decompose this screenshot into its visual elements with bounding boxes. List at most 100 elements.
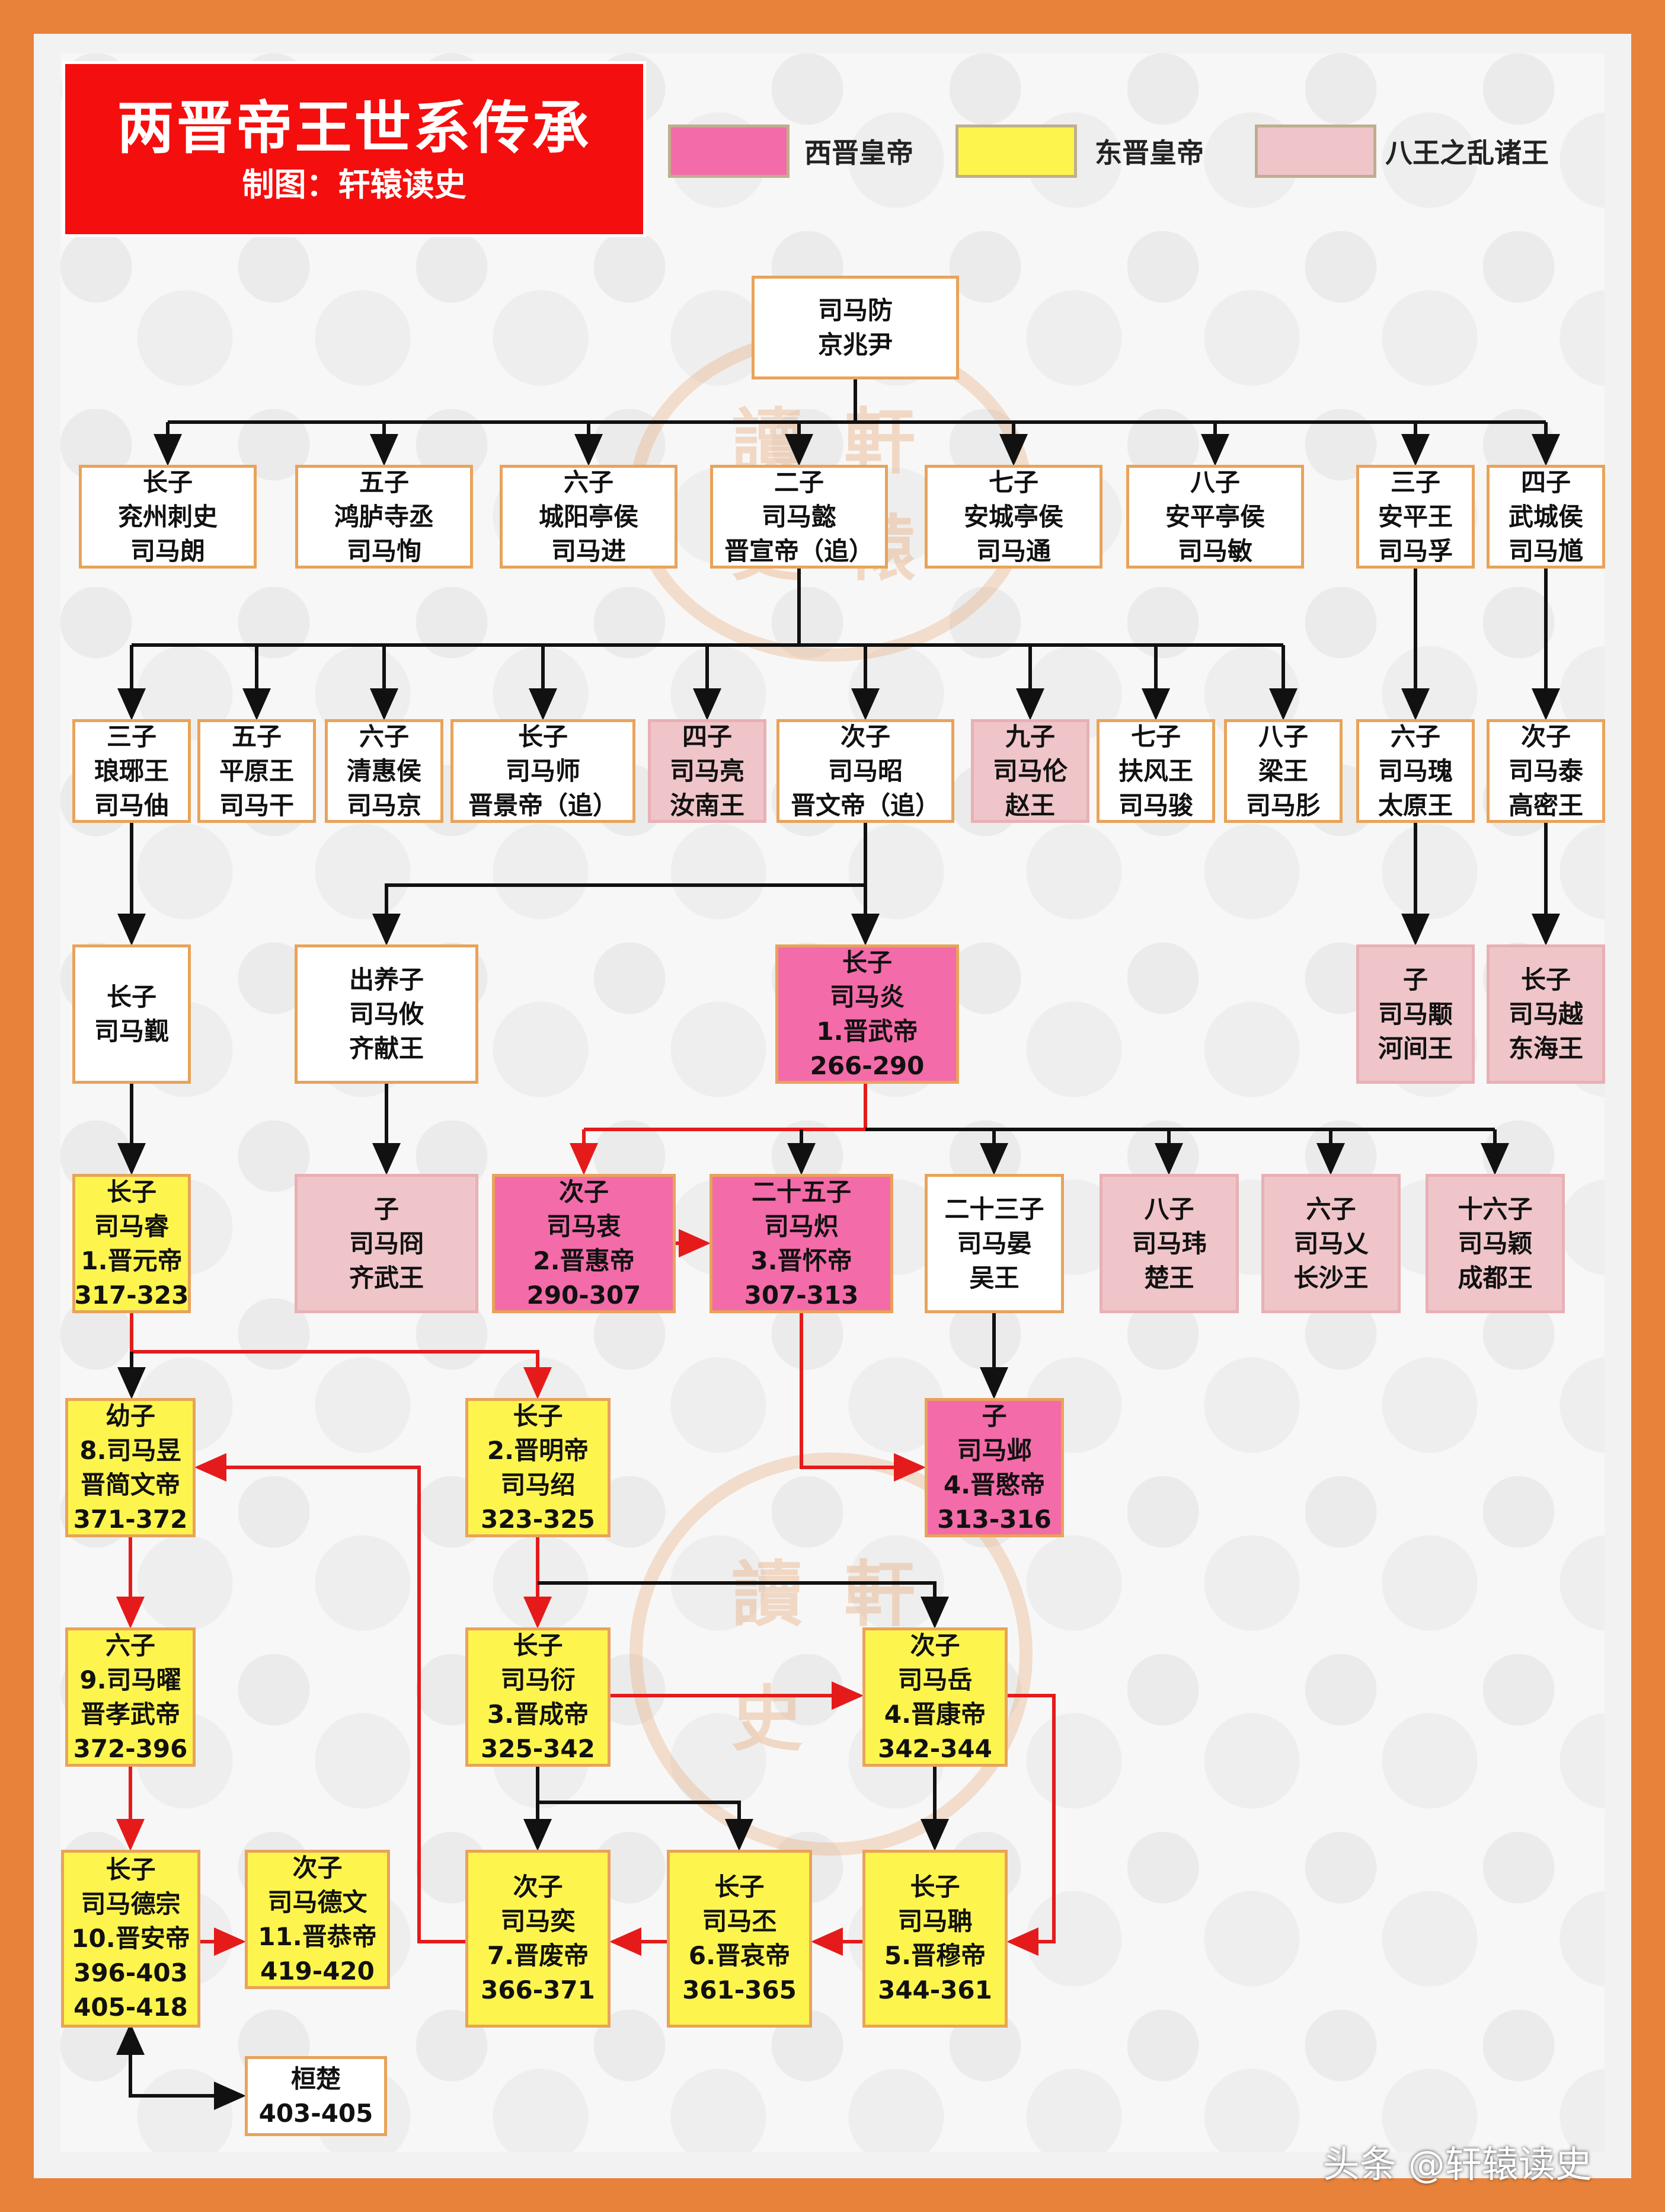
person-node-line: 次子 <box>558 1177 609 1206</box>
person-node-line: 琅琊王 <box>94 756 169 786</box>
person-node-line: 司马攸 <box>349 999 424 1029</box>
person-node-line: 六子 <box>105 1630 155 1660</box>
person-node-line: 出养子 <box>349 965 424 994</box>
person-node-line: 河间王 <box>1378 1033 1453 1063</box>
person-node-line: 司马肜 <box>1245 790 1321 820</box>
person-node-line: 司马绍 <box>500 1470 576 1499</box>
person-node-line: 子 <box>1402 965 1428 994</box>
person-node-line: 鸿胪寺丞 <box>334 502 434 531</box>
watermark-char: 軒 <box>844 1553 915 1636</box>
person-node-line: 323-325 <box>481 1504 595 1534</box>
person-node-line: 长子 <box>106 1177 156 1206</box>
person-node-fang: 司马防京兆尹 <box>752 276 959 379</box>
person-node-line: 307-313 <box>744 1280 859 1310</box>
person-node-line: 城阳亭侯 <box>538 502 638 531</box>
legend-label-east-jin: 东晋皇帝 <box>1095 137 1204 169</box>
person-node-line: 长子 <box>517 722 568 751</box>
person-node-min: 八子安平亭侯司马敏 <box>1126 465 1304 569</box>
connector-zhao-you <box>372 883 865 946</box>
person-node-line: 司马亮 <box>669 756 744 786</box>
person-node-line: 五子 <box>359 467 409 497</box>
person-node-line: 1.晋武帝 <box>816 1016 918 1046</box>
person-node-line: 396-403 <box>73 1958 188 1987</box>
person-node-huanxuan: 桓楚 403-405 <box>245 2056 387 2136</box>
person-node-line: 八子 <box>1258 722 1308 751</box>
person-node-line: 司马德文 <box>267 1887 367 1917</box>
person-node-line: 十六子 <box>1458 1194 1533 1224</box>
person-node-line: 司马昭 <box>827 756 903 786</box>
person-node-line: 司马晏 <box>957 1228 1032 1258</box>
person-node-line: 司马京 <box>346 790 421 820</box>
person-node-line: 司马炽 <box>763 1211 839 1241</box>
person-node-line: 371-372 <box>73 1504 188 1534</box>
person-node-line: 安平王 <box>1378 502 1453 531</box>
person-node-kui: 四子武城侯司马馗 <box>1487 465 1605 569</box>
person-node-jin: 六子城阳亭侯司马进 <box>500 465 677 569</box>
person-node-line: 吴王 <box>969 1263 1020 1292</box>
person-node-yi: 二子司马懿晋宣帝（追） <box>710 465 888 569</box>
person-node-line: 高密王 <box>1508 790 1583 820</box>
person-node-line: 266-290 <box>810 1051 925 1080</box>
person-node-line: 342-344 <box>878 1734 992 1763</box>
person-node-line: 2.晋明帝 <box>487 1435 589 1465</box>
person-node-jun: 七子扶风王司马骏 <box>1097 719 1215 823</box>
person-node-line: 齐武王 <box>349 1263 424 1292</box>
person-node-line: 司马颖 <box>1458 1228 1533 1258</box>
person-node-line: 子 <box>982 1401 1007 1431</box>
person-node-line: 10.晋安帝 <box>71 1924 190 1953</box>
person-node-line: 9.司马曜 <box>79 1665 181 1694</box>
connector-yi2-yu <box>194 1453 465 1943</box>
person-node-line: 幼子 <box>105 1401 155 1431</box>
person-node-zhou: 三子琅琊王司马伷 <box>72 719 191 823</box>
person-node-line: 桓楚 <box>290 2064 341 2093</box>
person-node-line: 司马骏 <box>1118 790 1193 820</box>
person-node-line: 司马泰 <box>1508 756 1583 786</box>
person-node-shao: 长子 2.晋明帝司马绍 323-325 <box>465 1398 611 1537</box>
person-node-line: 六子 <box>359 722 409 751</box>
person-node-line: 361-365 <box>682 1975 797 2004</box>
person-node-line: 11.晋恭帝 <box>258 1921 377 1951</box>
person-node-line: 清惠侯 <box>346 756 421 786</box>
page-title: 两晋帝王世系传承 <box>117 94 592 161</box>
person-node-line: 六子 <box>1390 722 1440 751</box>
person-node-line: 晋景帝（追） <box>468 790 618 820</box>
person-node-line: 长子 <box>142 467 193 497</box>
person-node-line: 5.晋穆帝 <box>884 1941 986 1970</box>
person-node-line: 长沙王 <box>1293 1263 1369 1292</box>
person-node-jing: 六子清惠侯司马京 <box>325 719 443 823</box>
person-node-line: 长子 <box>842 947 892 977</box>
person-node-line: 4.晋愍帝 <box>943 1470 1046 1499</box>
person-node-line: 五子 <box>231 722 282 751</box>
person-node-line: 司马聃 <box>897 1907 973 1936</box>
person-node-wei: 八子司马玮楚王 <box>1100 1174 1239 1313</box>
person-node-line: 次子 <box>292 1853 343 1882</box>
connector-chi-ye <box>800 1313 926 1482</box>
credit-watermark: 头条 @轩辕读史 <box>1323 2143 1592 2186</box>
person-node-line: 长子 <box>106 1855 156 1884</box>
person-node-line: 司马通 <box>976 536 1051 566</box>
person-node-line: 403-405 <box>258 2098 373 2128</box>
person-node-line: 长子 <box>513 1401 563 1431</box>
person-node-tongl: 八子梁王司马肜 <box>1224 719 1343 823</box>
person-node-line: 司马德宗 <box>81 1889 181 1919</box>
person-node-line: 四子 <box>682 722 732 751</box>
person-node-fu: 三子安平王司马孚 <box>1356 465 1475 569</box>
person-node-line: 七子 <box>1130 722 1181 751</box>
person-node-line: 八子 <box>1190 467 1240 497</box>
person-node-line: 二十三子 <box>944 1194 1044 1224</box>
person-node-line: 司马伦 <box>992 756 1068 786</box>
person-node-tong: 七子安城亭侯司马通 <box>925 465 1102 569</box>
person-node-line: 6.晋哀帝 <box>688 1941 791 1970</box>
person-node-line: 司马越 <box>1508 999 1583 1029</box>
connector-rui-shao <box>130 1313 552 1399</box>
person-node-line: 司马防 <box>817 295 893 325</box>
person-node-line: 晋文帝（追） <box>790 790 940 820</box>
